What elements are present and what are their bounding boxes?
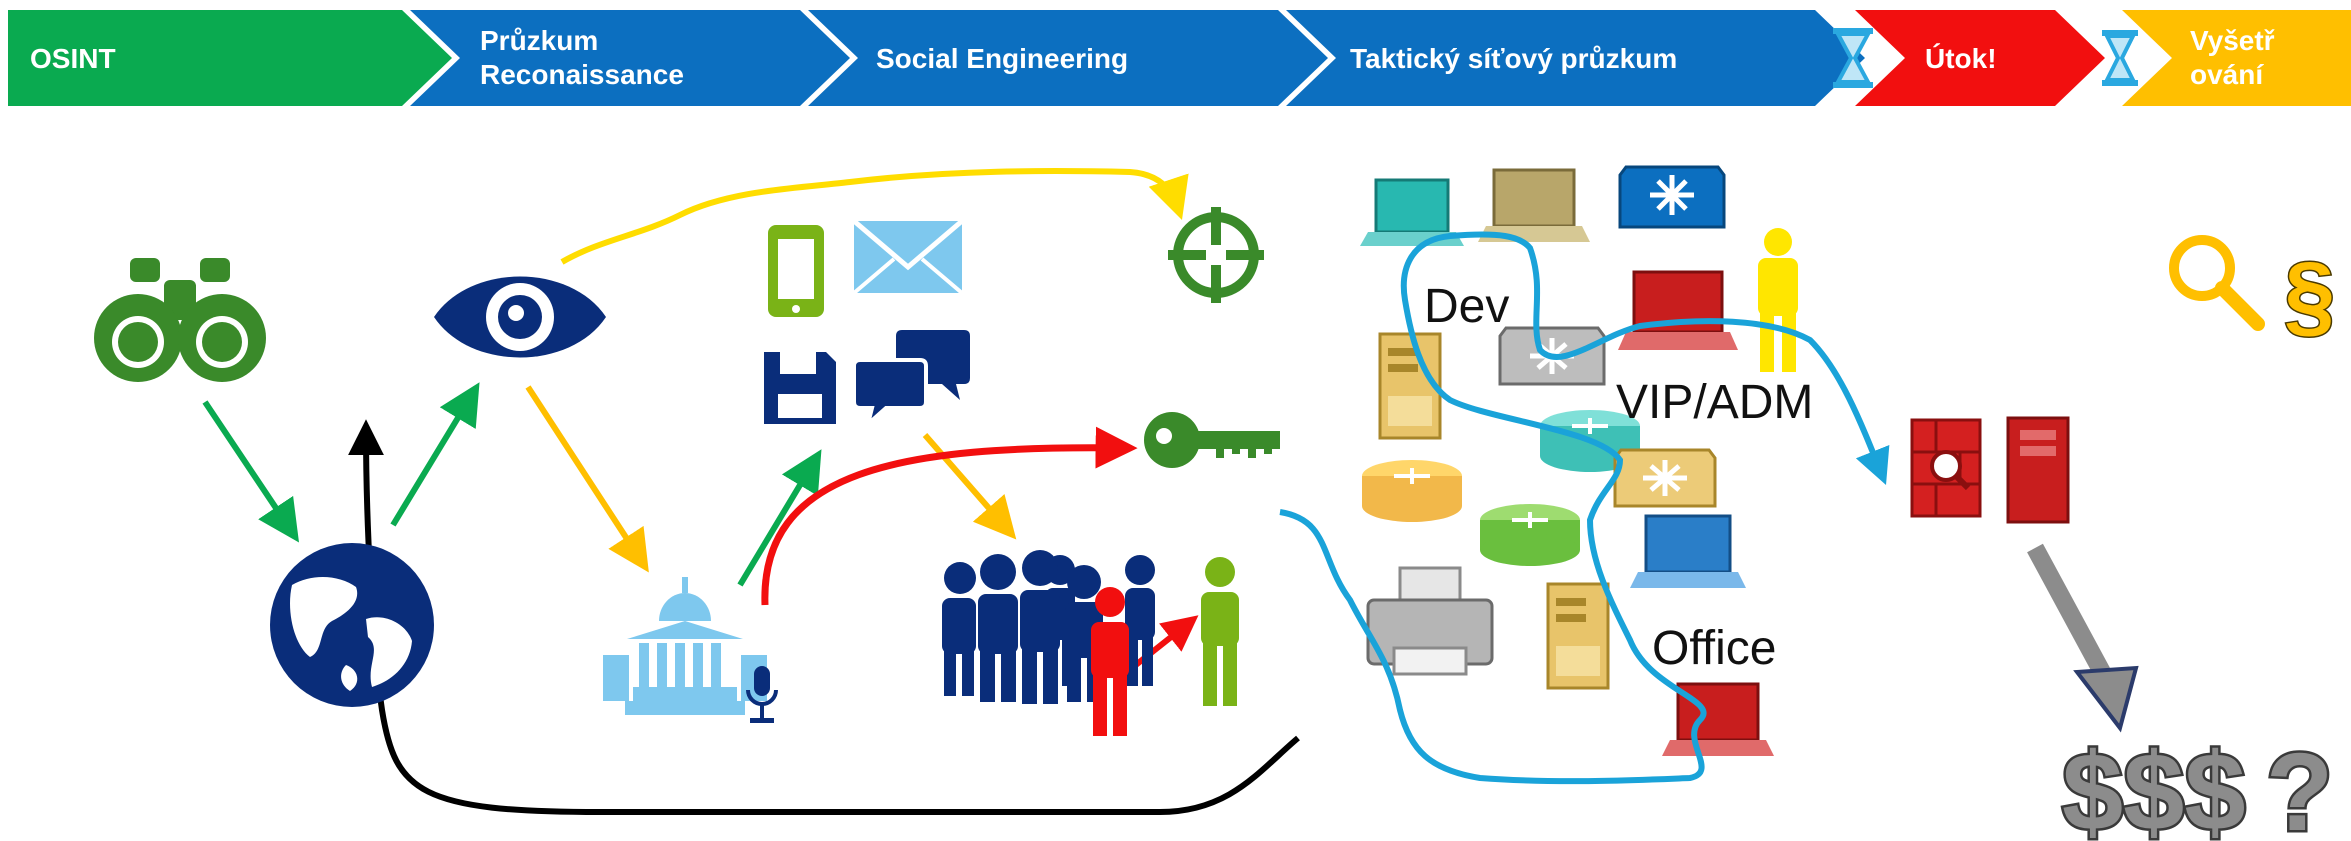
floppy-disk-icon (764, 352, 836, 424)
hourglass-icon (1833, 28, 1873, 88)
microphone-icon (746, 666, 778, 723)
arrow-eye-to-target (560, 168, 1189, 265)
router-icon (1480, 504, 1580, 566)
arrow-insider-to-person (1130, 615, 1199, 671)
server-icon (1546, 582, 1610, 690)
firewall-icon (2006, 416, 2070, 524)
arrow-firewall-to-money-head (2073, 665, 2139, 733)
switch-icon (1613, 448, 1717, 508)
phase-attack (1855, 10, 2105, 106)
crosshair-icon (1168, 207, 1264, 303)
person-icon (1758, 228, 1798, 372)
arrow-binoculars-to-globe (202, 400, 300, 543)
laptop-icon (1618, 270, 1738, 350)
laptop-icon (1478, 168, 1590, 242)
smartphone-icon (768, 225, 824, 317)
government-building-icon (603, 577, 767, 715)
target-person-icon (1201, 557, 1239, 706)
laptop-icon (1662, 682, 1774, 756)
key-icon (1144, 412, 1280, 468)
phase-tactical-label: Taktický síťový průzkum (1350, 43, 1677, 74)
arrow-contacts-to-people (922, 433, 1017, 540)
arrow-building-to-contacts (737, 449, 822, 587)
arrow-building-to-key (761, 426, 1138, 606)
question-mark: ? (2266, 731, 2333, 841)
phase-recon (410, 10, 850, 106)
phase-tactical (1286, 10, 1865, 106)
eye-icon (434, 276, 606, 358)
envelope-icon (852, 219, 964, 295)
switch-icon (1618, 165, 1726, 229)
network-area: Dev VIP/ADM Office (1279, 165, 1890, 785)
phase-social-label: Social Engineering (876, 43, 1128, 74)
binoculars-icon (94, 258, 266, 382)
network-label-dev: Dev (1424, 280, 1509, 333)
phase-osint (8, 10, 452, 106)
attack-path-line (1279, 231, 1890, 785)
phase-investigation (2122, 10, 2351, 106)
phase-attack-label: Útok! (1925, 43, 1997, 74)
chat-bubbles-icon (852, 330, 970, 430)
arrow-eye-to-building (525, 385, 649, 573)
network-label-office: Office (1652, 622, 1777, 675)
phase-social (808, 10, 1328, 106)
paragraph-symbol: § (2284, 244, 2335, 346)
arrow-globe-to-eye (390, 382, 480, 527)
laptop-icon (1630, 514, 1746, 588)
money-symbols: $$$ (2062, 731, 2246, 841)
printer-icon (1366, 566, 1494, 676)
router-icon (1362, 460, 1462, 522)
insider-person-icon (1091, 587, 1129, 736)
network-label-vip: VIP/ADM (1616, 376, 1813, 429)
people-group-icon (942, 550, 1239, 736)
hourglass-icon (2102, 30, 2138, 86)
phase-osint-label: OSINT (30, 43, 116, 74)
globe-icon (270, 543, 434, 707)
laptop-icon (1360, 178, 1464, 246)
connectors (202, 168, 2139, 815)
firewall-icon (1910, 418, 1982, 518)
arrow-firewall-to-money (2027, 543, 2110, 677)
server-icon (1378, 332, 1442, 440)
magnifier-icon (2169, 235, 2265, 331)
